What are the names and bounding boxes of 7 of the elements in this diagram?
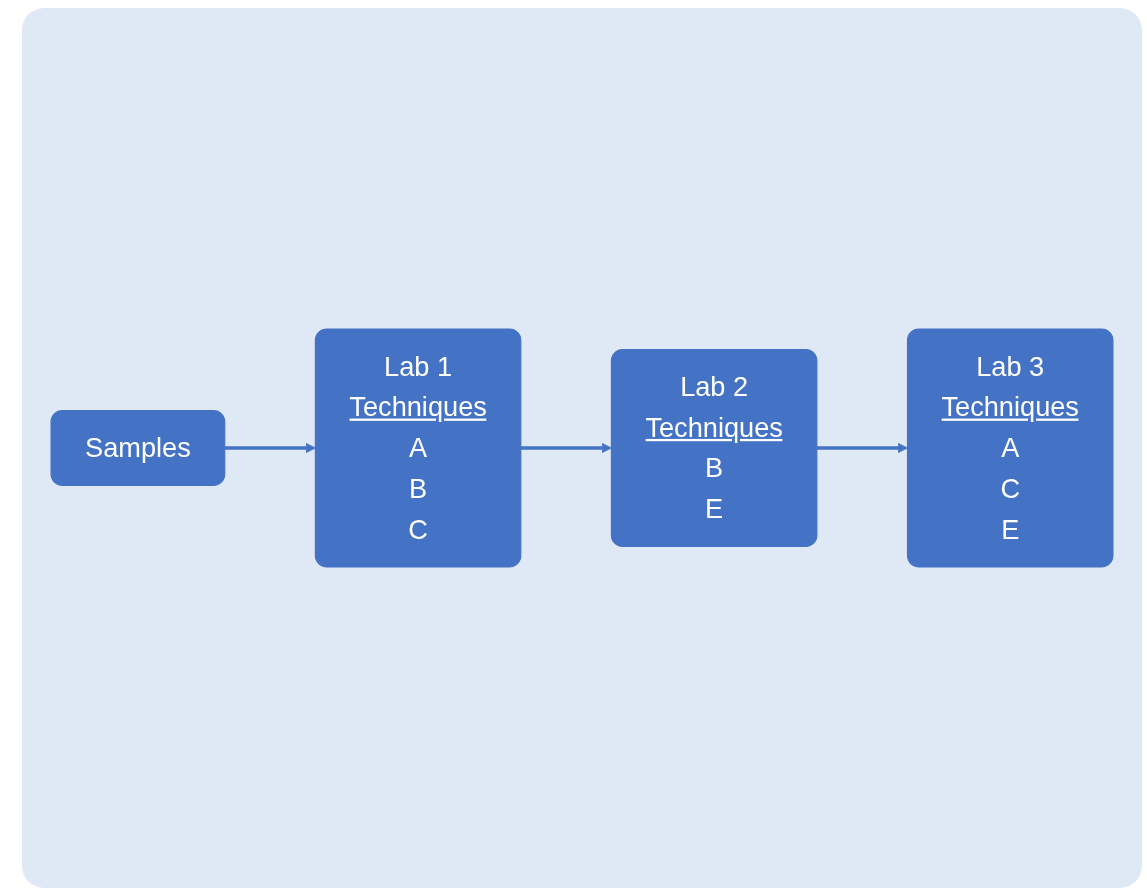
node-box: Lab 2 Techniques B E	[610, 348, 818, 548]
arrow	[520, 443, 612, 453]
node-box: Lab 3 Techniques A C E	[906, 328, 1114, 568]
arrow	[224, 443, 316, 453]
arrow	[816, 443, 908, 453]
node-box: Lab 1 Techniques A B C	[314, 328, 522, 568]
node-box: Samples	[50, 410, 226, 486]
